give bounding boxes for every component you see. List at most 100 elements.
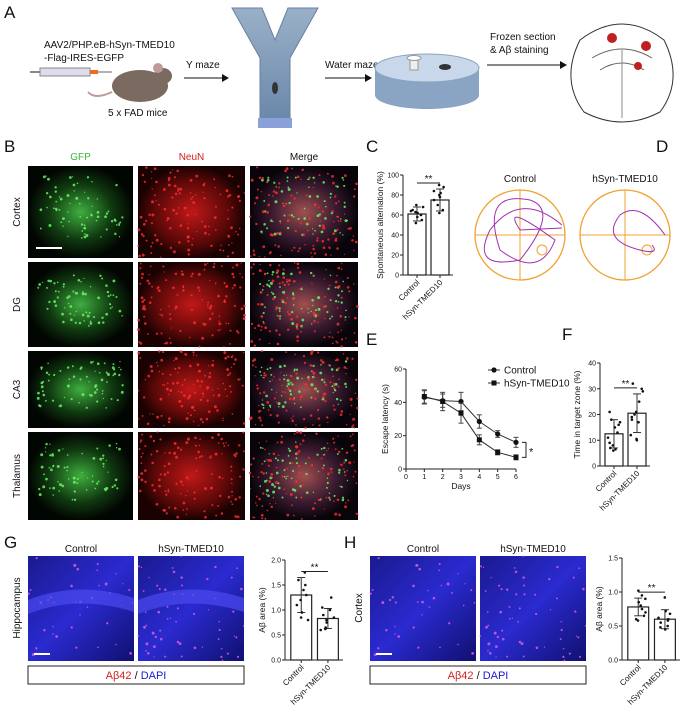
cell-dot bbox=[508, 617, 511, 620]
cell-dot bbox=[149, 364, 153, 368]
cell-dot bbox=[217, 442, 220, 444]
cell-dot bbox=[262, 472, 265, 475]
cell-dot bbox=[276, 271, 279, 274]
cell-dot bbox=[323, 453, 325, 456]
cell-dot bbox=[292, 304, 295, 306]
cell-dot bbox=[178, 642, 182, 646]
cell-dot bbox=[337, 435, 339, 437]
data-point bbox=[633, 413, 636, 416]
cell-dot bbox=[353, 188, 356, 191]
cell-dot bbox=[218, 322, 222, 326]
cell-dot bbox=[292, 215, 295, 218]
cell-dot bbox=[335, 185, 337, 187]
cell-dot bbox=[93, 316, 96, 319]
cell-dot bbox=[334, 448, 337, 451]
cell-dot bbox=[264, 374, 267, 377]
cell-dot bbox=[314, 502, 317, 505]
cell-dot bbox=[336, 228, 339, 231]
cell-dot bbox=[231, 287, 234, 289]
cell-dot bbox=[341, 496, 345, 499]
cell-dot bbox=[397, 635, 401, 638]
cell-dot bbox=[288, 214, 291, 216]
cell-dot bbox=[153, 167, 157, 171]
cell-dot bbox=[96, 562, 99, 566]
stain-abeta42: Aβ42 bbox=[448, 670, 474, 682]
cell-dot bbox=[91, 205, 93, 207]
cell-dot bbox=[36, 396, 40, 400]
cell-dot bbox=[336, 185, 339, 188]
cell-dot bbox=[260, 329, 262, 332]
data-point bbox=[325, 618, 328, 622]
cell-dot bbox=[277, 315, 281, 318]
cell-dot bbox=[80, 281, 82, 283]
cell-dot bbox=[351, 433, 354, 436]
cell-dot bbox=[208, 375, 212, 379]
cell-dot bbox=[235, 263, 239, 267]
cell-dot bbox=[296, 262, 300, 266]
cell-dot bbox=[35, 557, 38, 560]
cell-dot bbox=[448, 622, 451, 625]
cell-dot bbox=[128, 589, 131, 592]
cell-dot bbox=[220, 512, 224, 515]
data-point bbox=[667, 617, 670, 621]
cell-dot bbox=[385, 629, 388, 632]
cell-dot bbox=[349, 413, 351, 416]
cell-dot bbox=[336, 498, 340, 502]
cell-dot bbox=[109, 307, 112, 310]
cell-dot bbox=[68, 220, 70, 223]
cell-dot bbox=[265, 227, 269, 230]
cell-dot bbox=[97, 480, 100, 483]
cell-dot bbox=[264, 517, 267, 520]
cell-dot bbox=[324, 217, 327, 220]
cell-dot bbox=[346, 358, 349, 361]
cell-dot bbox=[417, 646, 420, 649]
cell-dot bbox=[333, 408, 336, 411]
cell-dot bbox=[310, 349, 314, 353]
cell-dot bbox=[377, 647, 380, 650]
cell-dot bbox=[105, 486, 109, 490]
cell-dot bbox=[343, 461, 346, 464]
cell-dot bbox=[326, 172, 329, 175]
y-tick-label: 20 bbox=[588, 412, 596, 419]
cell-dot bbox=[340, 220, 342, 223]
cell-dot bbox=[153, 656, 155, 658]
stain-separator: / bbox=[474, 670, 483, 682]
data-point bbox=[639, 604, 643, 607]
cell-dot bbox=[320, 378, 324, 382]
cell-dot bbox=[151, 188, 153, 190]
cell-dot bbox=[193, 321, 197, 325]
cell-dot bbox=[176, 446, 180, 450]
cell-dot bbox=[321, 239, 325, 243]
data-point bbox=[300, 611, 304, 614]
cell-dot bbox=[260, 471, 263, 474]
cell-dot bbox=[192, 201, 196, 205]
cell-dot bbox=[233, 363, 236, 366]
micrograph-merge-dg bbox=[250, 262, 358, 347]
cell-dot bbox=[222, 417, 224, 420]
cell-dot bbox=[58, 208, 61, 211]
cell-dot bbox=[276, 441, 279, 444]
cell-dot bbox=[346, 470, 349, 472]
cell-dot bbox=[343, 205, 346, 208]
cell-dot bbox=[191, 243, 194, 246]
significance-label: ** bbox=[648, 583, 656, 594]
data-point bbox=[610, 418, 613, 421]
cell-dot bbox=[71, 365, 74, 368]
cell-dot bbox=[302, 418, 306, 421]
cell-dot bbox=[96, 447, 99, 450]
cell-dot bbox=[334, 286, 337, 289]
micrograph-gfp-thalamus bbox=[28, 432, 133, 520]
cell-dot bbox=[291, 419, 294, 423]
cell-dot bbox=[243, 192, 246, 194]
cell-dot bbox=[73, 190, 75, 192]
cell-dot bbox=[316, 195, 319, 198]
cell-dot bbox=[506, 655, 509, 658]
cell-dot bbox=[222, 249, 225, 252]
cell-dot bbox=[232, 610, 235, 613]
cell-dot bbox=[290, 317, 294, 321]
data-point bbox=[609, 446, 612, 450]
panel-a-schematic: AAV2/PHP.eB-hSyn-TMED10 -Flag-IRES-EGFP … bbox=[30, 7, 674, 128]
cell-dot bbox=[229, 342, 231, 345]
micrograph-neun-ca3 bbox=[138, 351, 245, 428]
cell-dot bbox=[190, 198, 193, 201]
